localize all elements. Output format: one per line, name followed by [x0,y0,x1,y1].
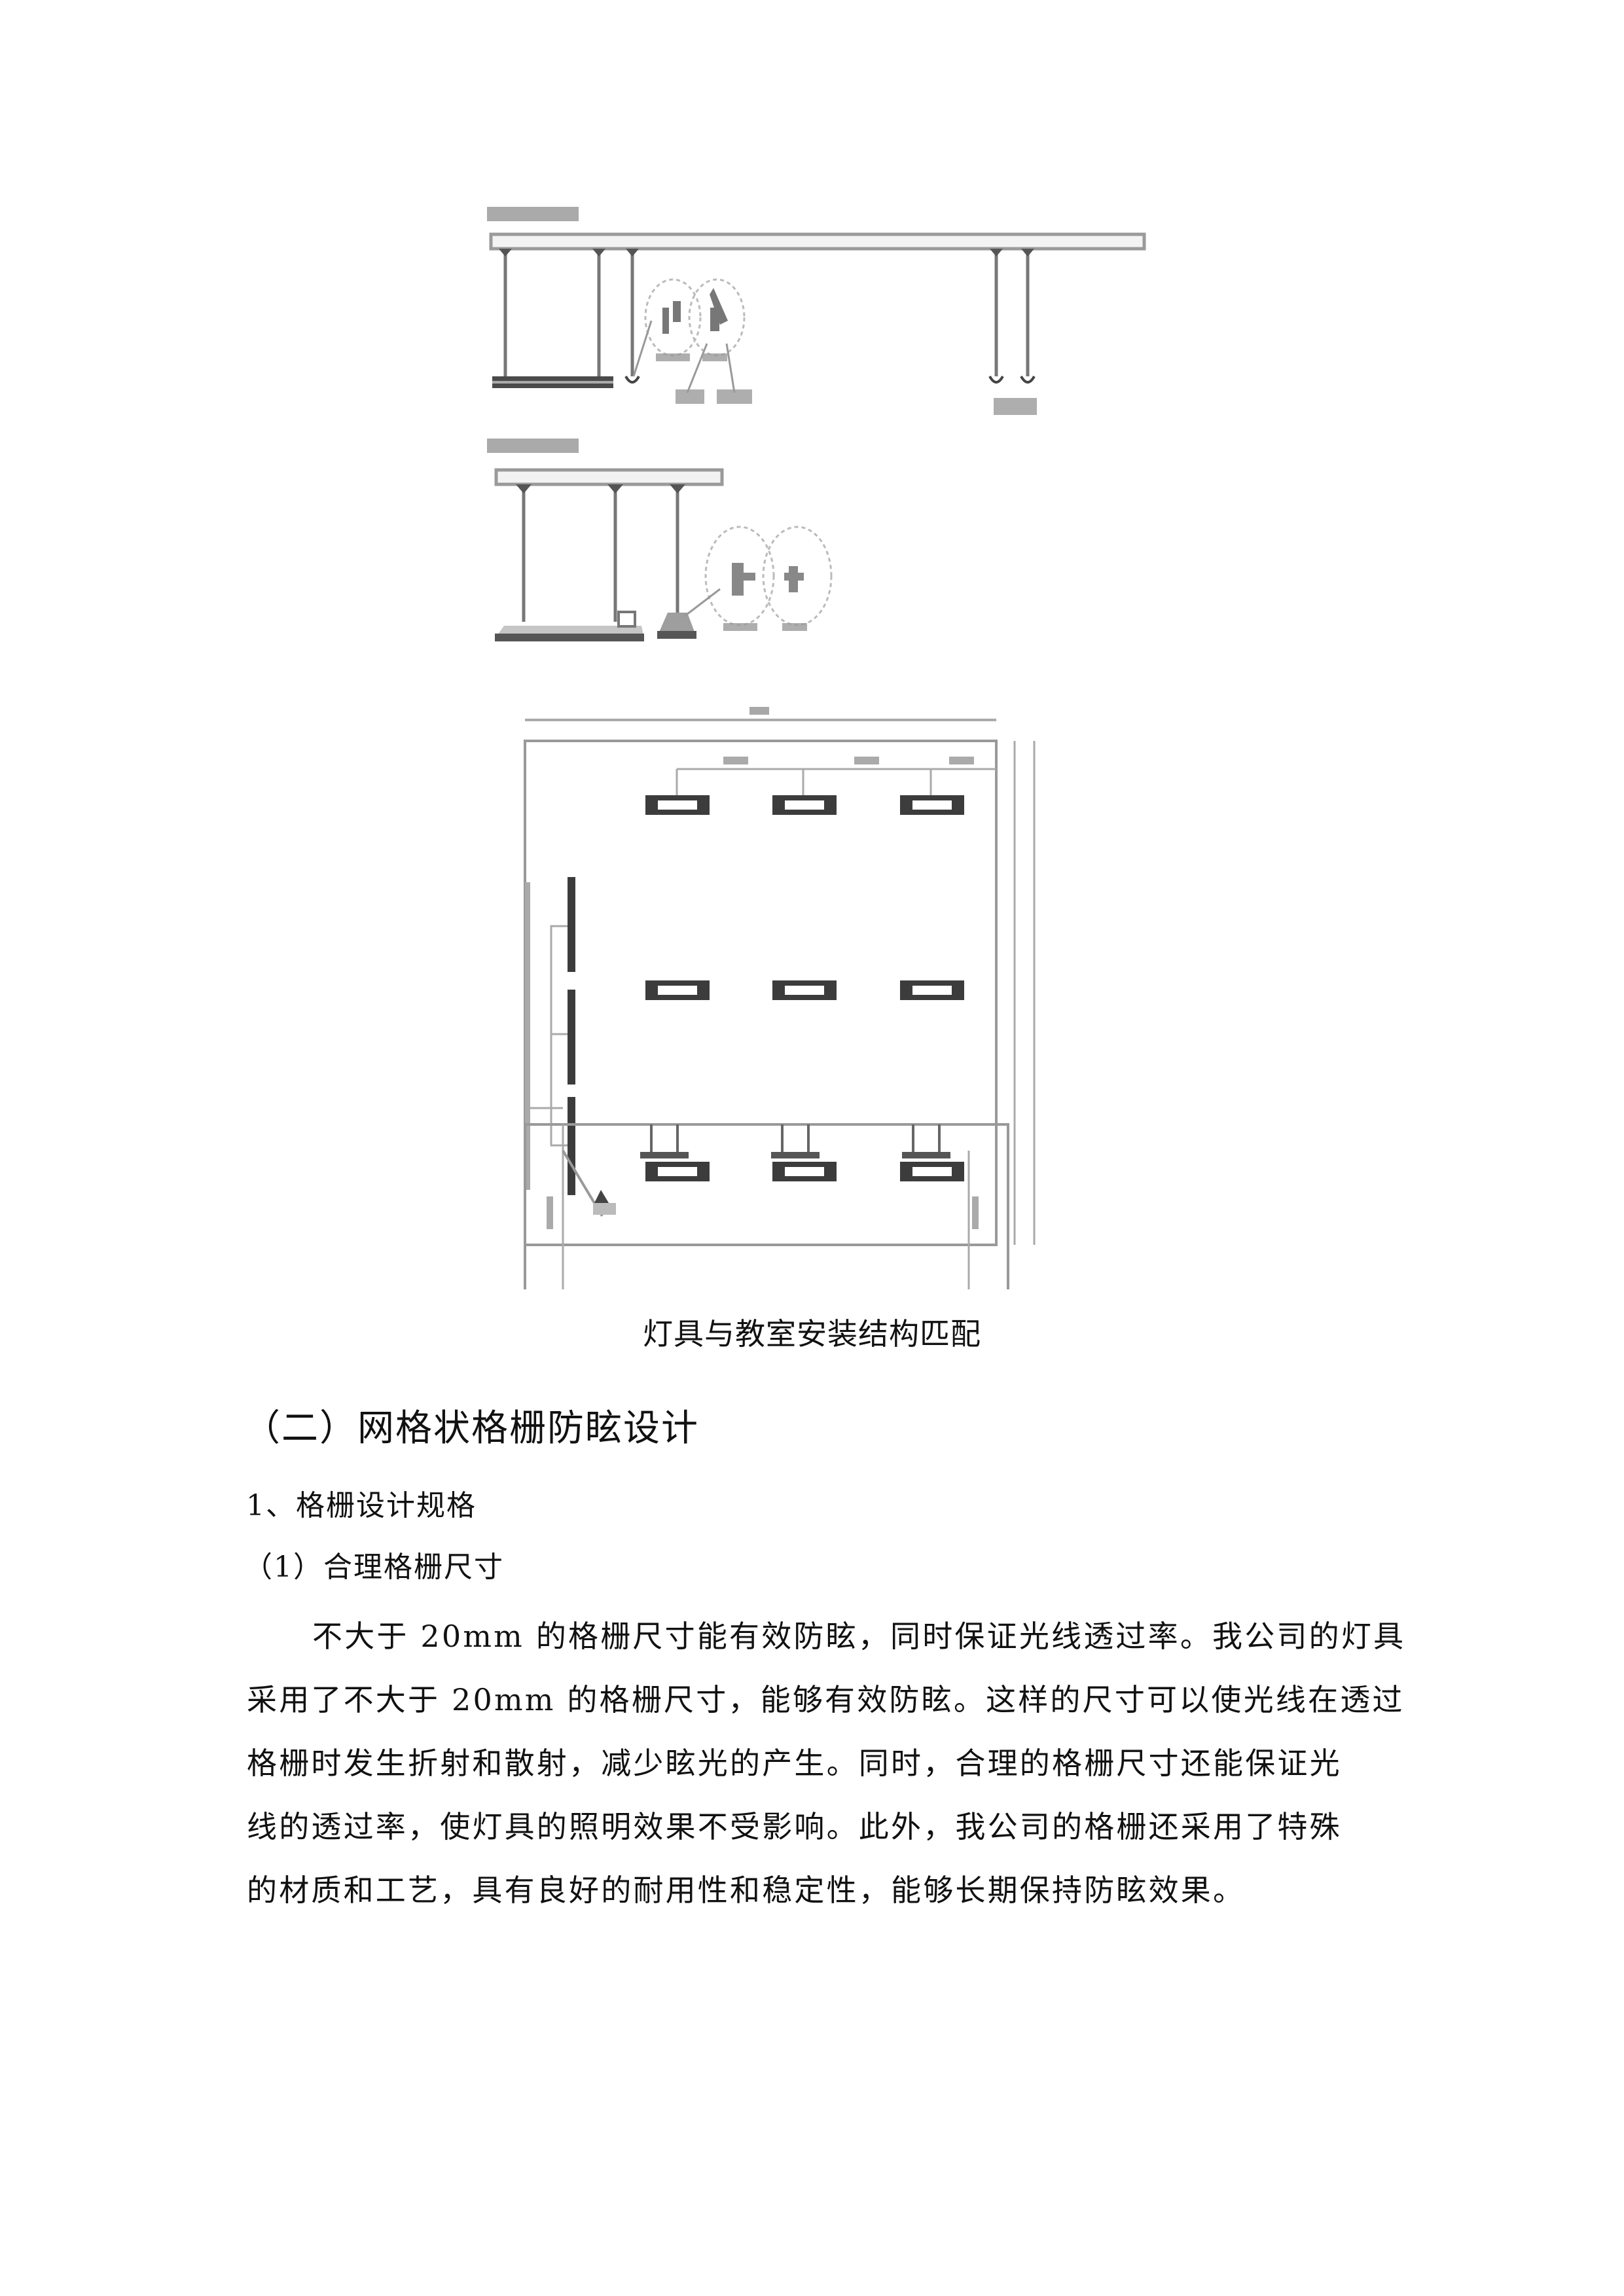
installation-figure [484,190,1152,1289]
body-paragraph: 不大于 20mm 的格栅尺寸能有效防眩，同时保证光线透过率。我公司的灯具 采用了… [247,1617,1406,1934]
diagram1-title-blur [487,207,579,221]
figure-caption: 灯具与教室安装结构匹配 [643,1316,981,1352]
luminaire-grid [645,795,964,1181]
classroom-elevation [524,1107,1009,1289]
paragraph-line: 不大于 20mm 的格栅尺寸能有效防眩，同时保证光线透过率。我公司的灯具 [312,1619,1406,1654]
item-heading: （1）合理格栅尺寸 [244,1551,504,1584]
paragraph-line: 格栅时发生折射和散射，减少眩光的产生。同时，合理的格栅尺寸还能保证光 [247,1746,1342,1781]
paragraph-line: 采用了不大于 20mm 的格栅尺寸，能够有效防眩。这样的尺寸可以使光线在透过 [247,1682,1405,1717]
paragraph-line: 的材质和工艺，具有良好的耐用性和稳定性，能够长期保持防眩效果。 [247,1873,1246,1908]
section-heading: （二）网格状格栅防眩设计 [244,1407,699,1450]
pendant-diagram-2 [487,439,833,641]
pendant-diagram-1 [487,207,1146,415]
classroom-floor-plan [524,707,1036,1246]
diagram2-title-blur [487,439,579,453]
paragraph-line: 线的透过率，使灯具的照明效果不受影响。此外，我公司的格栅还采用了特殊 [247,1809,1342,1844]
subsection-heading: 1、格栅设计规格 [246,1489,477,1522]
blackboard-lights [568,877,575,1195]
